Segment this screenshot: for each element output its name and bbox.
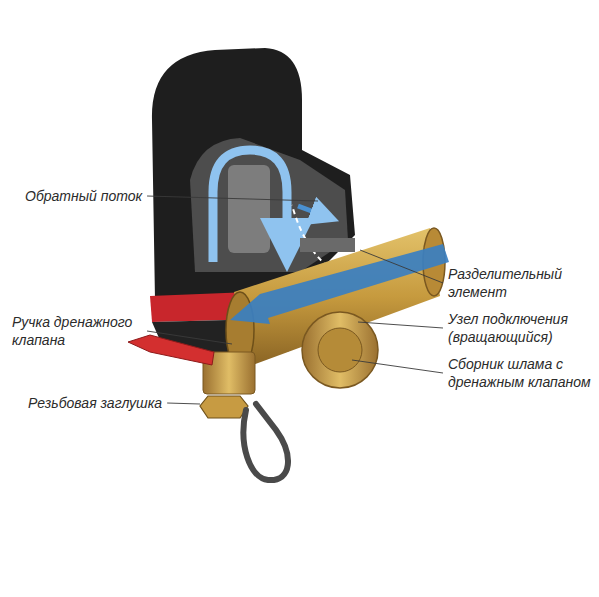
collector-inner	[318, 328, 362, 372]
callout-label: Сборник шлама с дренажным клапаном	[448, 355, 593, 391]
leader-line	[358, 322, 443, 328]
threaded-plug	[200, 396, 248, 418]
callout-label: Обратный поток	[25, 187, 142, 205]
callout-label: Ручка дренажного клапана	[12, 313, 142, 349]
separating-element	[300, 238, 355, 252]
plug-strap	[243, 404, 287, 480]
housing	[152, 48, 355, 300]
callout-label: Резьбовая заглушка	[28, 394, 162, 412]
return-flow-arrow	[213, 150, 287, 262]
sludge-collector	[302, 312, 378, 388]
leader-line	[167, 403, 200, 404]
leader-line	[147, 331, 232, 344]
callout-label: Разделительный элемент	[448, 265, 593, 301]
inner-tube	[228, 165, 270, 253]
leader-line	[360, 250, 443, 283]
leader-line	[352, 360, 443, 373]
callout-label: Узел подключения (вращающийся)	[448, 310, 593, 346]
flow-arrow-small	[298, 206, 325, 216]
leader-line	[147, 196, 318, 201]
